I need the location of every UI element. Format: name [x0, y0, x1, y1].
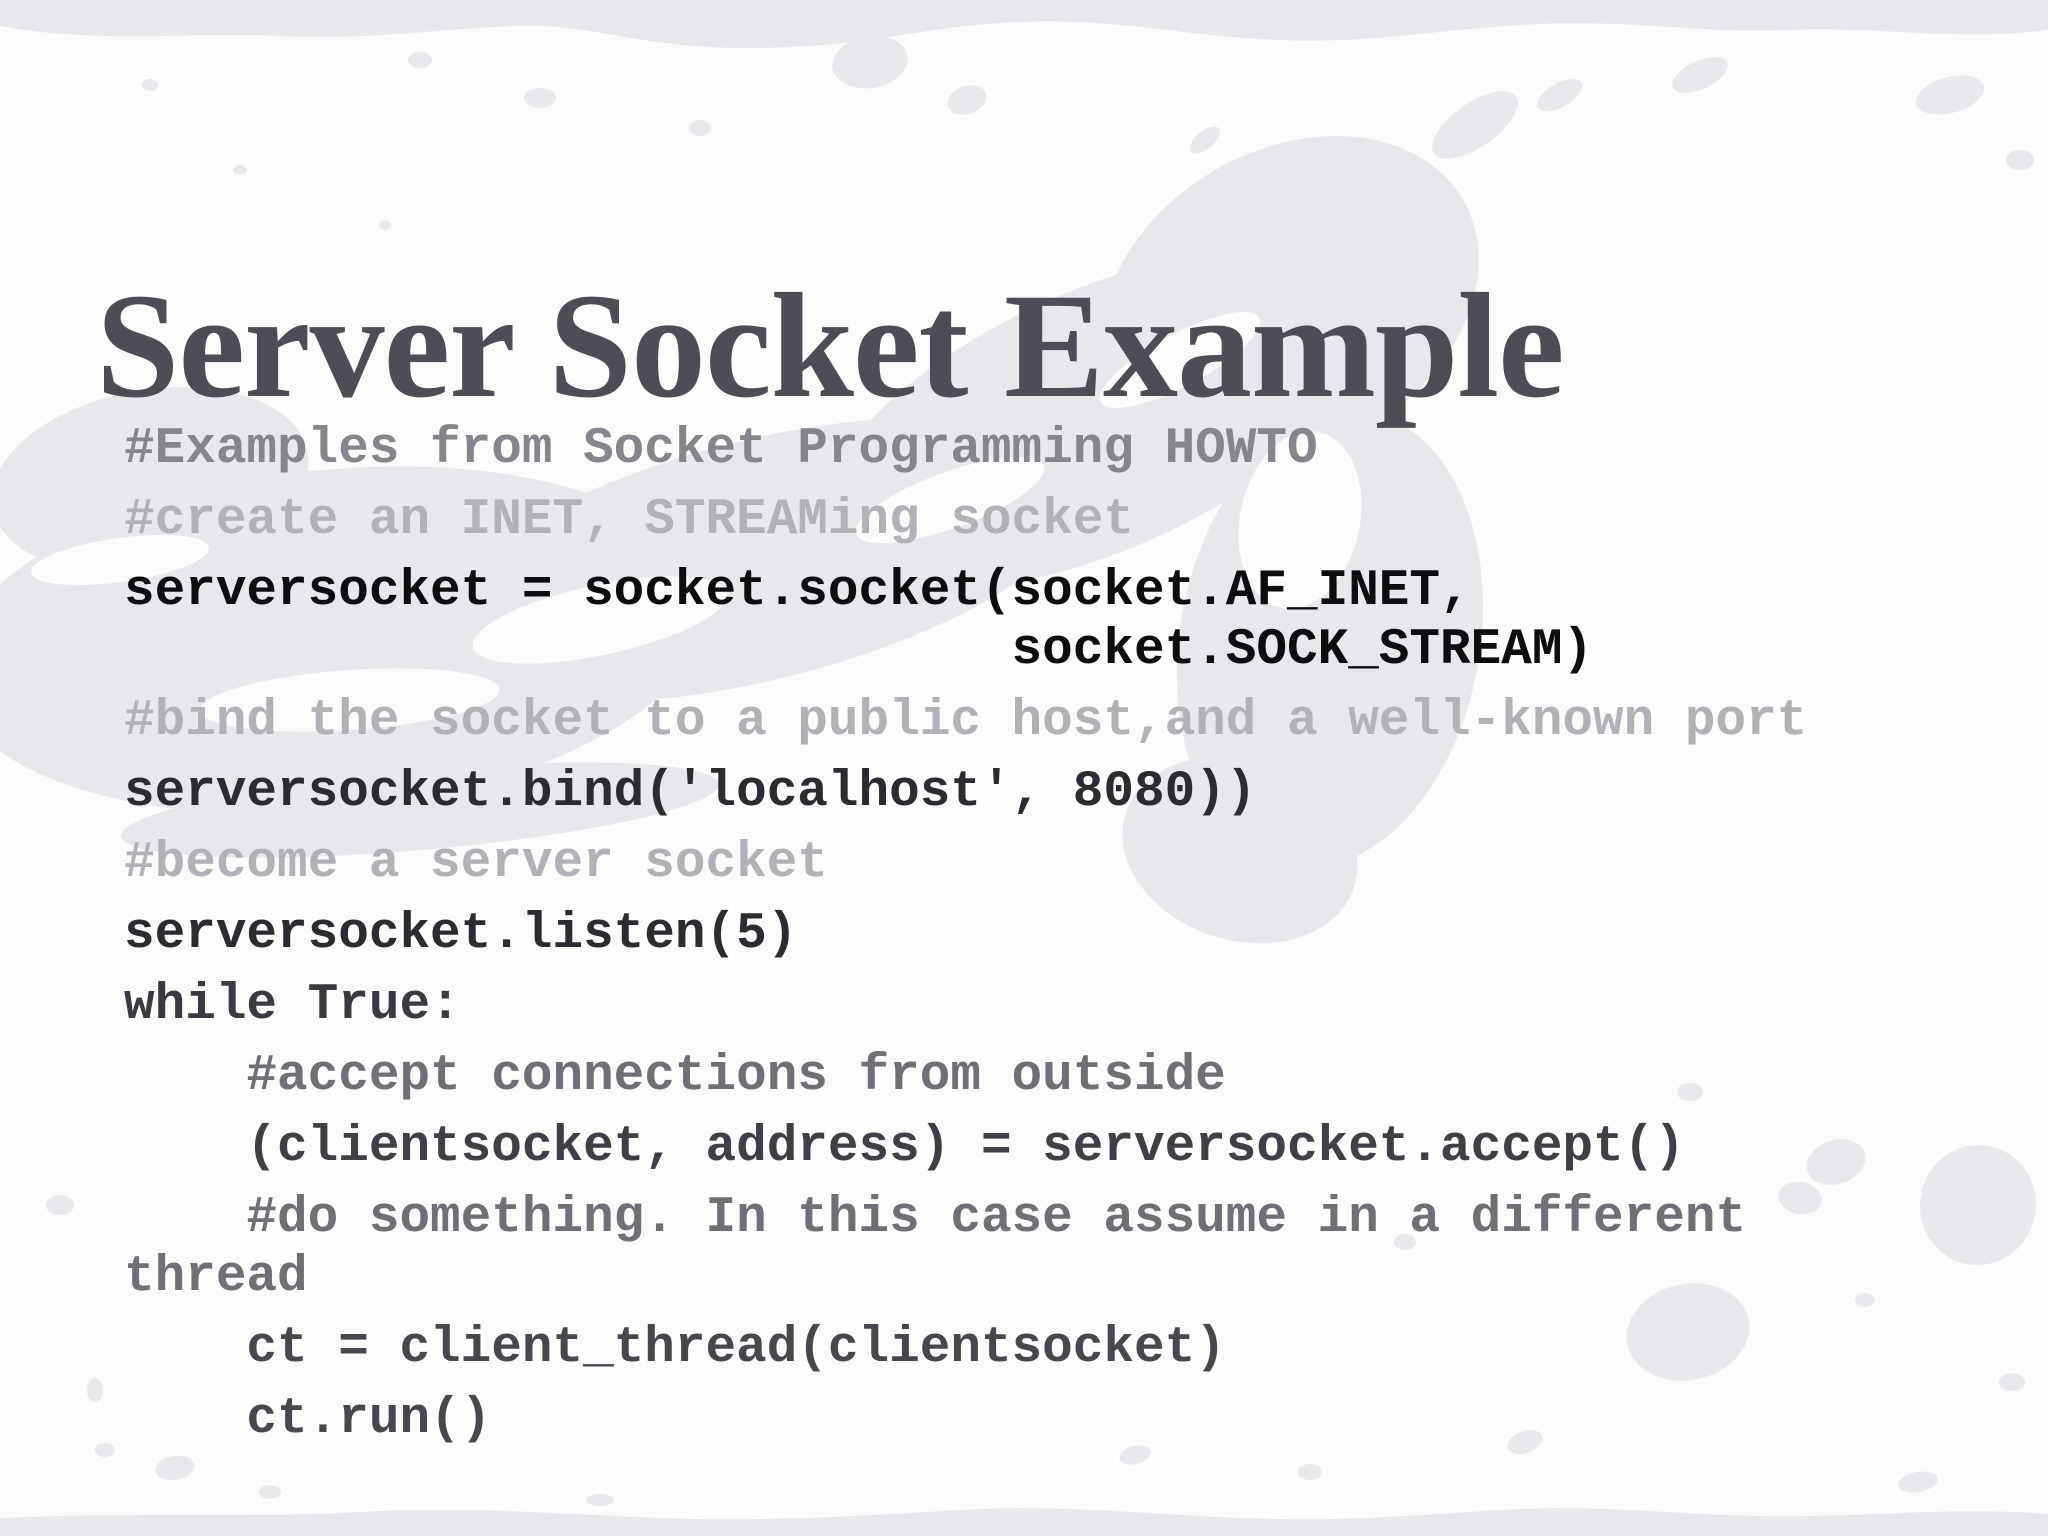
code-comment-line: #Examples from Socket Programming HOWTO	[124, 421, 1318, 478]
paint-splatters	[40, 35, 2037, 1506]
top-torn-band	[0, 0, 2048, 49]
code-statement-line: socket.SOCK_STREAM)	[124, 622, 1594, 679]
code-comment-line: #become a server socket	[124, 835, 828, 892]
code-comment-line: #do something. In this case assume in a …	[124, 1190, 1747, 1247]
slide-title: Server Socket Example	[96, 262, 1565, 429]
code-statement-line: serversocket = socket.socket(socket.AF_I…	[124, 563, 1471, 620]
code-comment-line: #bind the socket to a public host,and a …	[124, 693, 1808, 750]
swoosh-highlights	[30, 311, 1362, 732]
code-statement-line: (clientsocket, address) = serversocket.a…	[124, 1119, 1685, 1176]
code-comment-line: #accept connections from outside	[124, 1048, 1226, 1105]
code-statement-line: ct = client_thread(clientsocket)	[124, 1320, 1226, 1377]
code-comment-line: thread	[124, 1249, 308, 1306]
bottom-torn-band	[0, 1508, 2048, 1536]
code-block: #Examples from Socket Programming HOWTO #…	[124, 408, 1807, 1449]
code-statement-line: serversocket.bind('localhost', 8080))	[124, 764, 1257, 821]
code-statement-line: ct.run()	[124, 1391, 492, 1448]
code-statement-line: while True:	[124, 977, 461, 1034]
code-comment-line: #create an INET, STREAMing socket	[124, 492, 1134, 549]
code-statement-line: serversocket.listen(5)	[124, 906, 798, 963]
